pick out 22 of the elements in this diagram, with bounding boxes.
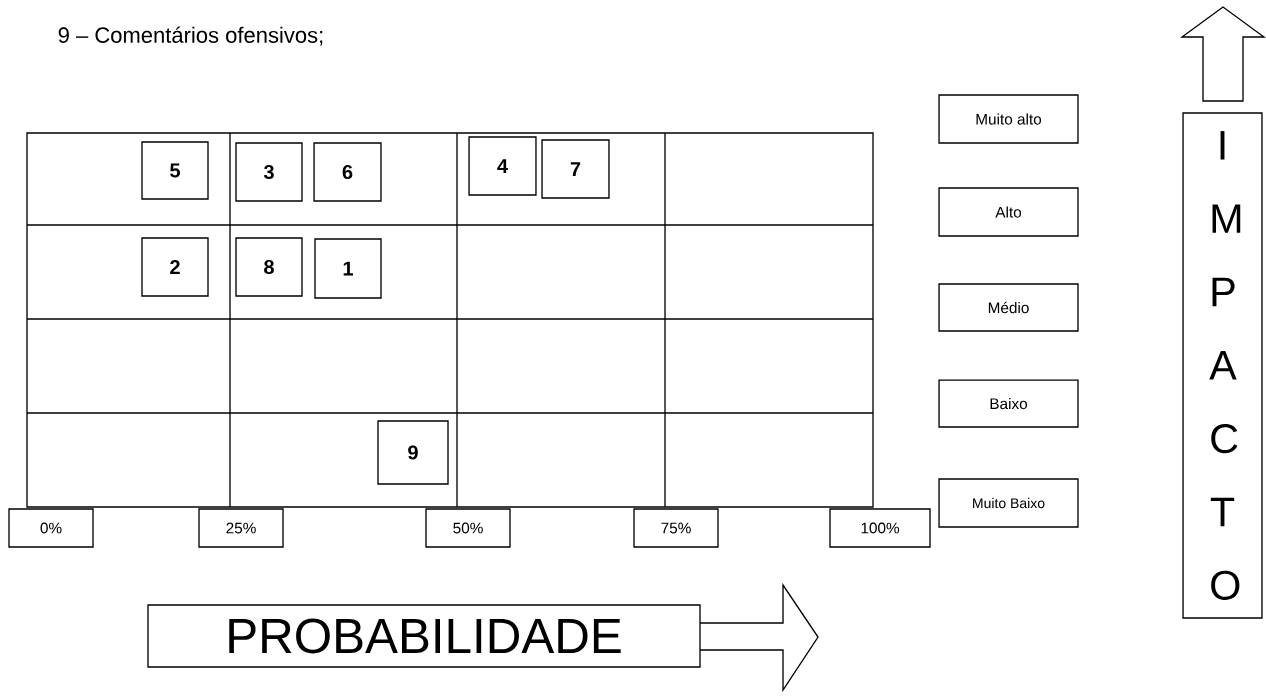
- probability-box: 100%: [829, 508, 931, 548]
- risk-number-box: 9: [377, 420, 449, 485]
- probability-box: 75%: [633, 508, 719, 548]
- impact-title-box: I M P A C T O: [1182, 112, 1263, 619]
- probability-title-box: PROBABILIDADE: [147, 604, 701, 668]
- risk-number-box: 4: [468, 136, 537, 196]
- impact-level-box: Baixo: [938, 379, 1079, 428]
- note-text: 9 – Comentários ofensivos;: [58, 26, 323, 46]
- risk-number-box: 3: [235, 142, 303, 202]
- risk-number-box: 5: [141, 141, 209, 200]
- probability-box: 0%: [8, 508, 94, 548]
- risk-number-box: 8: [235, 237, 303, 297]
- impact-level-box: Médio: [938, 283, 1079, 332]
- risk-number-box: 2: [141, 237, 209, 297]
- impact-level-box: Alto: [938, 187, 1079, 237]
- risk-number-box: 1: [314, 238, 382, 299]
- impact-level-box: Muito alto: [938, 94, 1079, 144]
- risk-number-box: 7: [541, 139, 610, 199]
- impact-level-box: Muito Baixo: [938, 478, 1079, 528]
- risk-number-box: 6: [313, 142, 382, 202]
- probability-box: 50%: [425, 508, 511, 548]
- probability-box: 25%: [198, 508, 284, 548]
